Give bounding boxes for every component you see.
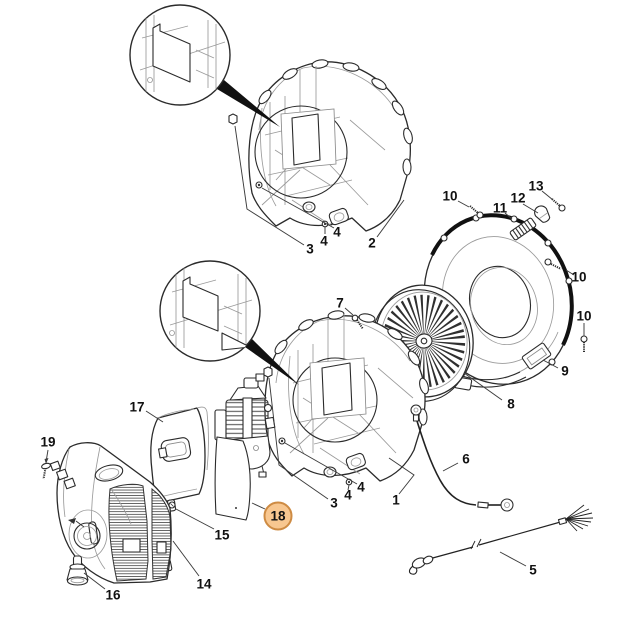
- shroud-panel-17-drawing: [150, 406, 209, 504]
- cover-plate-18-drawing: [214, 436, 251, 521]
- housing-lower-rim-bumps: [274, 310, 429, 426]
- tool-brush-bristles: [565, 504, 594, 532]
- callout-17[interactable]: 17: [129, 400, 144, 415]
- cleaning-tool-drawing: [408, 504, 594, 575]
- callout-3-upper[interactable]: 3: [306, 242, 314, 257]
- callout-10-b[interactable]: 10: [571, 270, 586, 285]
- callout-14[interactable]: 14: [196, 577, 212, 592]
- callout-12[interactable]: 12: [510, 191, 525, 206]
- callout-18-badge-fill[interactable]: [264, 502, 292, 530]
- callout-15[interactable]: 15: [214, 528, 230, 543]
- washer-4-upper-b: [255, 181, 263, 189]
- callout-4-lower-a[interactable]: 4: [344, 488, 352, 503]
- callout-3-lower[interactable]: 3: [330, 496, 338, 511]
- callout-18[interactable]: 18: [270, 509, 286, 524]
- callout-13[interactable]: 13: [528, 179, 544, 194]
- detail-magnifier-lower: [159, 260, 299, 385]
- callout-4-upper-a[interactable]: 4: [320, 234, 328, 249]
- detail-magnifier-upper: [129, 4, 280, 127]
- screw-13: [551, 198, 566, 212]
- callout-6[interactable]: 6: [462, 452, 470, 467]
- screw-10-right: [544, 258, 562, 270]
- callout-9[interactable]: 9: [561, 364, 569, 379]
- nut-3-lower: [263, 366, 273, 378]
- callout-1[interactable]: 1: [392, 493, 400, 508]
- engine-cover-drawing: [49, 442, 177, 584]
- nut-3-upper: [228, 113, 238, 125]
- callout-4-lower-b[interactable]: 4: [357, 480, 365, 495]
- callout-18-badge-ring: [263, 501, 293, 531]
- grommet-16-drawing: [66, 555, 89, 586]
- screw-10-top: [469, 205, 484, 219]
- blower-housing-lower-drawing: [264, 310, 429, 482]
- callout-10-a[interactable]: 10: [442, 189, 457, 204]
- callout-labels: 3 4 4 2 10 11 12 13 10 10 9 8 7 6 5 3 4 …: [40, 179, 591, 603]
- screw-10-bottom: [580, 335, 588, 352]
- cap-nut-12: [534, 205, 551, 223]
- callout-16[interactable]: 16: [105, 588, 121, 603]
- callout-11[interactable]: 11: [493, 201, 508, 216]
- callout-18-badge[interactable]: [263, 501, 293, 531]
- callout-leader-lines: [44, 125, 585, 590]
- screw-19: [41, 462, 51, 480]
- callout-10-c[interactable]: 10: [576, 309, 591, 324]
- screw-7: [351, 314, 364, 330]
- callout-2[interactable]: 2: [368, 236, 376, 251]
- callout-7[interactable]: 7: [336, 296, 344, 311]
- callout-5[interactable]: 5: [529, 563, 537, 578]
- throttle-cable-drawing: [410, 404, 514, 512]
- callout-19[interactable]: 19: [40, 435, 55, 450]
- callout-8[interactable]: 8: [507, 397, 515, 412]
- washer-4-lower-b: [278, 437, 286, 445]
- spring-11: [509, 217, 537, 241]
- callout-4-upper-b[interactable]: 4: [333, 225, 341, 240]
- screw-15: [168, 501, 176, 509]
- housing-upper-rim-bumps: [258, 59, 413, 176]
- blower-housing-upper-drawing: [248, 59, 413, 232]
